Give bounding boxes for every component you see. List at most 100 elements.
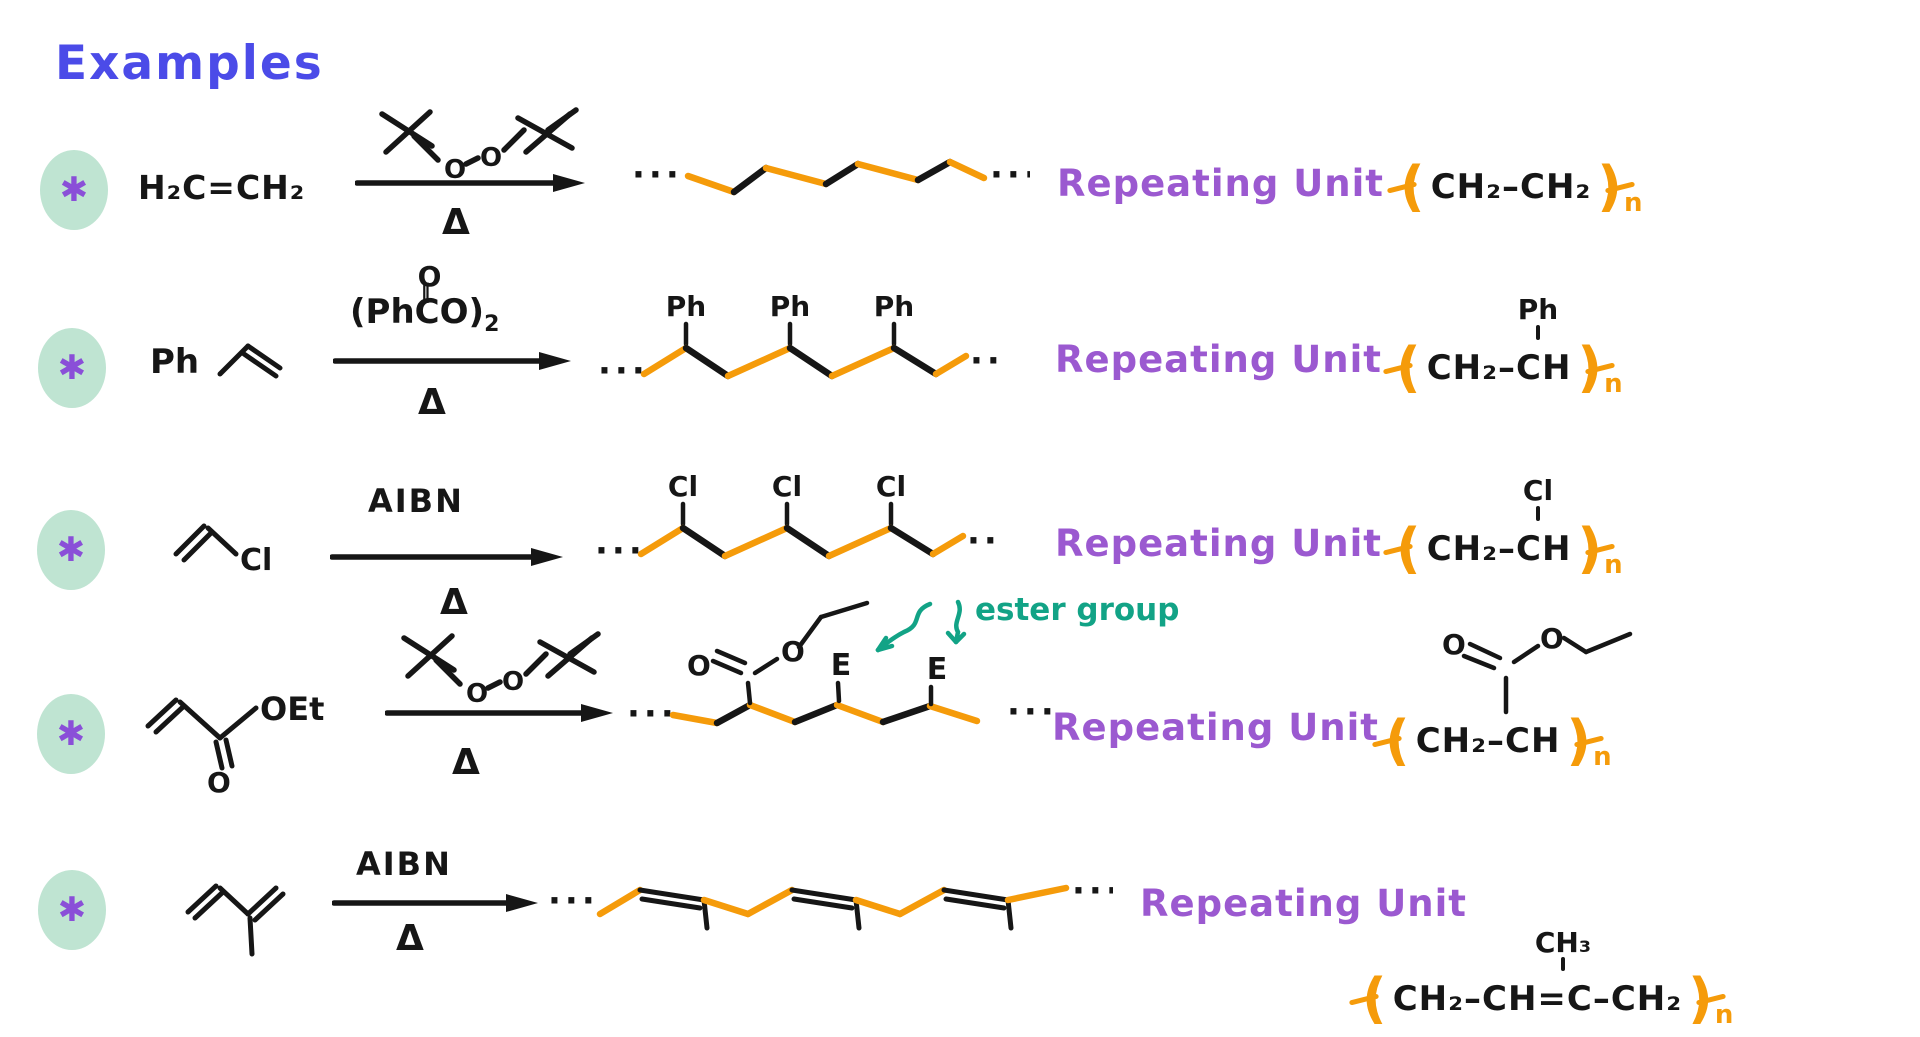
repeating-unit-label-3: Repeating Unit [1055, 522, 1382, 565]
page-title: Examples [55, 36, 324, 91]
polymer-close-bracket: ) [1577, 517, 1603, 580]
repeat-unit-substituent: Ph [1517, 293, 1559, 326]
initiator-peroxide-structure: O O [379, 107, 579, 184]
repeat-unit-text: CH₂–CH=C–CH₂ [1392, 979, 1683, 1019]
asterisk-icon: ✱ [59, 170, 89, 210]
chain-dots-left: ··· [632, 155, 683, 195]
reaction-arrow [330, 548, 563, 566]
heat-delta: Δ [440, 582, 468, 623]
repeat-unit-text: CH₂–CH [1426, 529, 1572, 569]
repeating-unit-label-2: Repeating Unit [1055, 338, 1382, 381]
repeat-unit-formula-polyethylene: ( CH₂–CH₂ ) n [1400, 155, 1643, 219]
ester-oxygen-right: O [1540, 622, 1564, 655]
bond-line [1536, 325, 1540, 340]
repeat-unit-ester-structure: O O [1442, 622, 1633, 715]
polymer-chain-pvc: ··· Cl Cl Cl ··· [595, 470, 999, 570]
monomer-isoprene-structure [185, 883, 286, 957]
subscript-n: n [1604, 550, 1623, 580]
ester-oxygen-left: O [687, 649, 711, 682]
initiator-aibn: AIBN [368, 482, 464, 520]
polymer-open-bracket: ( [1396, 517, 1421, 580]
repeat-unit-text: CH₂–CH [1426, 348, 1572, 388]
carbonyl-oxygen-label: O [207, 766, 231, 799]
heat-delta: Δ [396, 918, 424, 959]
example-bullet-4: ✱ [37, 694, 105, 774]
monomer-ethyl-acrylate-structure: OEt O [145, 690, 324, 799]
chain-substituent: Ph [770, 290, 810, 323]
chain-dots-left: ··· [598, 351, 649, 391]
ester-group-annotation: ester group [975, 592, 1180, 628]
monomer-ethylene: H₂C=CH₂ [138, 168, 306, 207]
polymer-close-bracket: ) [1566, 709, 1592, 772]
initiator-peroxide-structure: O O [401, 631, 601, 708]
repeating-unit-label-4: Repeating Unit [1052, 706, 1379, 749]
bond-line [1561, 957, 1565, 971]
repeat-unit-formula-polyisoprene: CH₃ ( CH₂–CH=C–CH₂ ) n [1362, 926, 1733, 1030]
polymer-open-bracket: ( [1385, 709, 1410, 772]
chain-substituent: Cl [772, 470, 802, 503]
repeat-unit-formula-polyacrylate: O O ( CH₂–CH ) n [1385, 618, 1633, 772]
example-bullet-1: ✱ [40, 150, 108, 230]
asterisk-icon: ✱ [57, 348, 87, 388]
monomer-vinyl-chloride-structure: Cl [173, 523, 272, 578]
example-bullet-5: ✱ [38, 870, 106, 950]
ester-oxygen-right: O [781, 635, 805, 668]
annotation-arrows [875, 599, 967, 653]
asterisk-icon: ✱ [56, 530, 86, 570]
heat-delta: Δ [418, 382, 446, 423]
asterisk-icon: ✱ [56, 714, 86, 754]
polymer-close-bracket: ) [1597, 155, 1622, 218]
peroxide-oxygen-1: O [466, 679, 488, 708]
polymer-open-bracket: ( [1396, 336, 1421, 399]
benzoyl-carbon: C [414, 292, 440, 332]
polymer-chain-polyacrylate: ··· O O E E ··· [627, 600, 1054, 734]
chain-dots-left: ··· [548, 881, 599, 921]
chain-dots-right: ··· [1072, 871, 1113, 911]
chain-dots-left: ··· [595, 531, 646, 570]
chain-dots-left: ··· [627, 694, 678, 734]
subscript-n: n [1623, 188, 1643, 218]
repeat-unit-substituent: CH₃ [1534, 926, 1592, 959]
chain-substituent: Cl [668, 470, 698, 503]
polymer-close-bracket: ) [1577, 336, 1603, 399]
repeat-unit-formula-polystyrene: Ph ( CH₂–CH ) n [1396, 293, 1623, 399]
chain-dots-right: ··· [970, 341, 1002, 381]
heat-delta: Δ [452, 742, 480, 783]
subscript-n: n [1604, 369, 1623, 399]
example-bullet-2: ✱ [38, 328, 106, 408]
asterisk-icon: ✱ [57, 890, 87, 930]
repeat-unit-formula-pvc: Cl ( CH₂–CH ) n [1396, 474, 1623, 580]
chain-substituent: Cl [876, 470, 906, 503]
polymer-chain-polystyrene: ··· Ph Ph Ph ··· [598, 290, 1002, 391]
oet-label: OEt [260, 690, 324, 728]
peroxide-oxygen-1: O [444, 155, 466, 184]
benzoyl-open: (Ph [350, 292, 415, 332]
heat-delta: Δ [442, 202, 470, 243]
reaction-arrow [332, 894, 538, 912]
polymer-chain-polyisoprene: ··· ··· [548, 871, 1113, 931]
repeat-unit-text: CH₂–CH [1415, 721, 1561, 761]
repeating-unit-label-1: Repeating Unit [1057, 162, 1384, 205]
reaction-arrow [385, 704, 613, 722]
chain-substituent: Ph [874, 290, 914, 323]
polymer-chain-polyethylene: ··· ··· [632, 155, 1030, 196]
benzoyl-subscript: 2 [484, 311, 500, 337]
peroxide-oxygen-2: O [502, 667, 524, 697]
chain-dots-right: ··· [990, 155, 1030, 195]
chain-substituent: Ph [666, 290, 706, 323]
bond-line [1536, 506, 1540, 521]
polymer-close-bracket: ) [1688, 967, 1713, 1030]
double-bond-mark: ‖ [420, 279, 431, 303]
peroxide-oxygen-2: O [480, 143, 502, 173]
monomer-styrene-vinyl-structure [217, 343, 283, 379]
initiator-aibn: AIBN [356, 845, 452, 883]
example-bullet-3: ✱ [37, 510, 105, 590]
repeat-unit-substituent: Cl [1522, 474, 1554, 507]
benzoyl-close: O) [439, 292, 485, 332]
benzoyl-oxygen-top: O [417, 260, 442, 293]
repeating-unit-label-5: Repeating Unit [1140, 882, 1467, 925]
polymer-open-bracket: ( [1400, 155, 1425, 218]
reaction-arrow [355, 174, 585, 192]
